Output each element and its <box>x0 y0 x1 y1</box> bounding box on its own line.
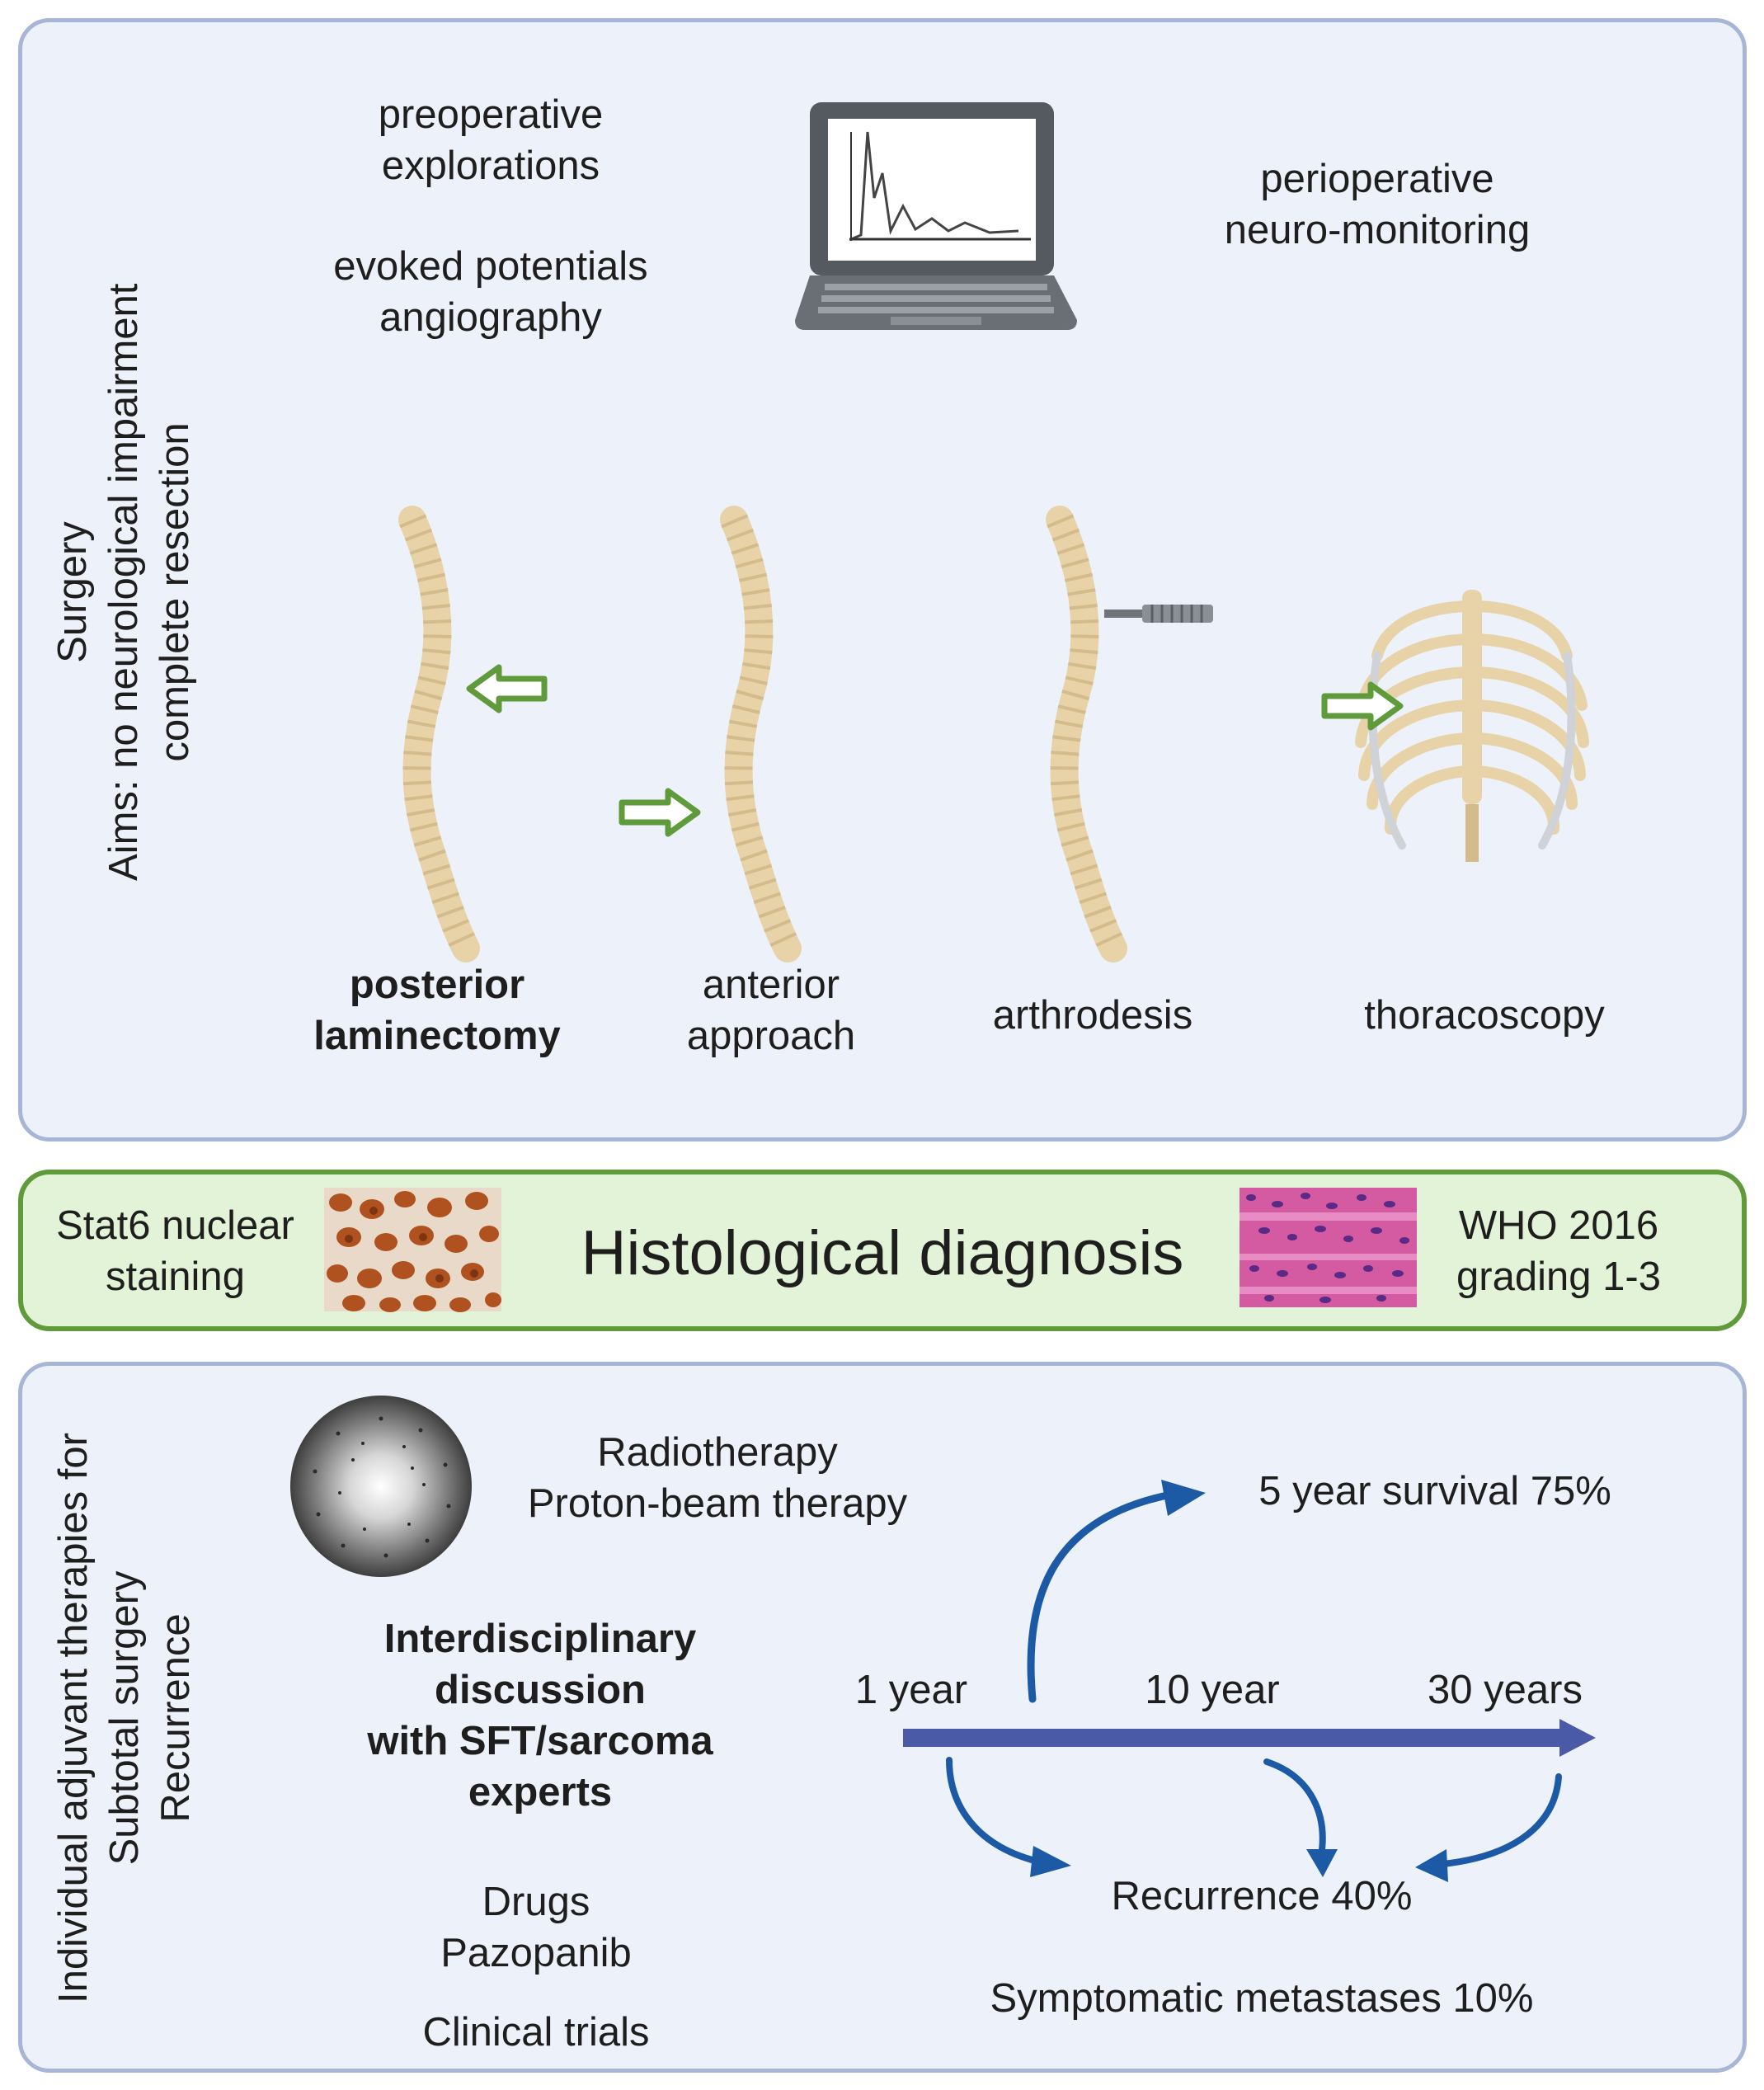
radiotherapy-label: Radiotherapy Proton-beam therapy <box>495 1427 940 1529</box>
clinical-trials-label: Clinical trials <box>422 2010 650 2055</box>
drugs-line: Drugs <box>482 1880 590 1924</box>
stat6-line: staining <box>106 1254 245 1299</box>
discussion-line: experts <box>468 1770 613 1815</box>
monitoring-line: neuro-monitoring <box>1224 208 1531 252</box>
spine-arthrodesis-icon <box>1046 506 1127 963</box>
side-label-line: complete resection <box>153 422 197 762</box>
drugs-line: Pazopanib <box>440 1931 632 1975</box>
discussion-label: Interdisciplinary discussion with SFT/sa… <box>338 1613 742 1818</box>
procedure-line: laminectomy <box>313 1014 561 1058</box>
discussion-line: Interdisciplinary <box>383 1617 697 1661</box>
procedure-line: approach <box>686 1014 856 1058</box>
green-arrow-right-icon <box>1321 681 1404 731</box>
rib-cage-icon <box>1355 590 1589 862</box>
adjuvant-side-line: Subtotal surgery <box>102 1570 147 1866</box>
exam-label: evoked potentials angiography <box>305 241 676 343</box>
preop-line: explorations <box>381 144 600 188</box>
monitoring-label: perioperative neuro-monitoring <box>1188 153 1567 256</box>
preop-label: preoperative explorations <box>326 89 656 191</box>
discussion-line: with SFT/sarcoma <box>367 1719 713 1763</box>
drugs-label: Drugs Pazopanib <box>388 1876 684 1979</box>
timeline-arrow <box>903 1719 1596 1757</box>
timeline-label-30-years: 30 years <box>1428 1668 1583 1712</box>
procedure-anterior-label: anterior approach <box>614 959 928 1061</box>
exam-line: angiography <box>379 295 602 340</box>
radiation-beam-icon <box>290 1396 472 1577</box>
surgery-side-label: Surgery Aims: no neurological impairment… <box>47 283 200 881</box>
spine-anterior-icon <box>720 506 802 963</box>
recurrence-curve-30-years <box>1415 1773 1562 1882</box>
procedure-arthrodesis-label: arthrodesis <box>936 990 1249 1041</box>
adjuvant-side-line: Individual adjuvant therapies for <box>51 1433 96 2003</box>
procedure-line: arthrodesis <box>992 993 1193 1038</box>
recurrence-curve-1-year <box>946 1757 1071 1877</box>
procedure-line: posterior <box>349 963 525 1007</box>
stat6-stain-image <box>324 1188 501 1312</box>
recurrence-label: Recurrence 40% <box>1111 1874 1413 1918</box>
recurrence-curve-10-year <box>1263 1758 1338 1877</box>
green-arrow-right-icon <box>619 788 701 837</box>
stat6-label: Stat6 nuclear staining <box>33 1200 318 1302</box>
survival-label: 5 year survival 75% <box>1258 1469 1611 1513</box>
preop-line: preoperative <box>378 92 604 137</box>
timeline-label-10-year: 10 year <box>1145 1668 1280 1712</box>
who-line: WHO 2016 <box>1458 1203 1659 1248</box>
radiotherapy-line: Proton-beam therapy <box>527 1481 908 1526</box>
screw-icon <box>1104 605 1213 623</box>
survival-curve-arrow <box>1027 1480 1206 1703</box>
green-arrow-left-icon <box>466 664 548 713</box>
procedure-line: anterior <box>702 963 840 1007</box>
he-stain-image <box>1240 1188 1417 1307</box>
adjuvant-side-line: Recurrence <box>153 1613 198 1823</box>
exam-line: evoked potentials <box>333 244 648 289</box>
laptop-icon <box>795 102 1077 330</box>
histology-title: Histological diagnosis <box>581 1218 1184 1288</box>
side-label-line: Surgery <box>50 521 95 663</box>
stat6-line: Stat6 nuclear <box>56 1203 294 1248</box>
metastases-label: Symptomatic metastases 10% <box>990 1976 1534 2021</box>
who-line: grading 1-3 <box>1456 1254 1661 1299</box>
timeline-label-1-year: 1 year <box>854 1668 968 1712</box>
monitoring-line: perioperative <box>1260 157 1494 201</box>
discussion-line: discussion <box>435 1668 646 1712</box>
procedure-thoracoscopy-label: thoracoscopy <box>1319 990 1649 1041</box>
spine-posterior-icon <box>398 506 480 963</box>
histology-panel <box>18 1170 1747 1331</box>
procedure-line: thoracoscopy <box>1364 993 1605 1038</box>
adjuvant-side-label: Individual adjuvant therapies for Subtot… <box>48 1388 201 2048</box>
who-grading-label: WHO 2016 grading 1-3 <box>1418 1200 1699 1302</box>
procedure-posterior-label: posterior laminectomy <box>272 959 602 1061</box>
radiotherapy-line: Radiotherapy <box>597 1430 838 1475</box>
side-label-line: Aims: no neurological impairment <box>101 283 146 881</box>
